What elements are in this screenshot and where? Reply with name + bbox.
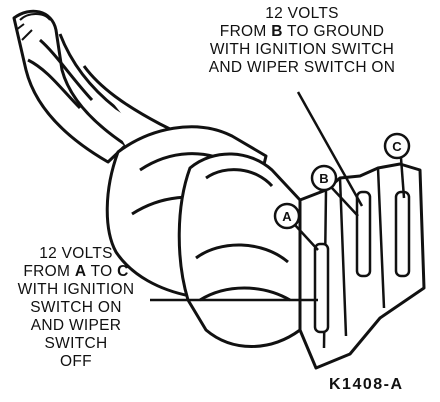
note-top-line3: WITH IGNITION SWITCH	[209, 41, 395, 58]
terminal-c-label: C	[392, 139, 402, 154]
note-top-line2: FROM B TO GROUND	[219, 23, 385, 40]
note-left-line6: SWITCH	[44, 335, 108, 352]
terminal-blades	[313, 190, 411, 334]
voltage-note-a-to-c: 12 VOLTS FROM A TO C WITH IGNITION SWITC…	[0, 245, 152, 371]
note-left-line1: 12 VOLTS	[39, 245, 113, 262]
terminal-c-blade	[394, 190, 411, 278]
note-left-line4: SWITCH ON	[30, 299, 122, 316]
terminal-a-label: A	[282, 209, 292, 224]
terminal-callouts	[273, 132, 411, 230]
note-left-line7: OFF	[60, 353, 92, 370]
note-top-line4: AND WIPER SWITCH ON	[208, 59, 396, 76]
terminal-a-circle	[273, 202, 301, 230]
note-top-line1: 12 VOLTS	[265, 5, 339, 22]
leader-a	[294, 224, 319, 251]
leader-lines	[150, 91, 406, 302]
note-left-line3: WITH IGNITION	[17, 281, 135, 298]
voltage-note-b-to-ground: 12 VOLTS FROM B TO GROUND WITH IGNITION …	[180, 5, 424, 77]
terminal-c-circle	[383, 132, 411, 160]
connector-body	[105, 125, 426, 370]
terminal-b-blade	[355, 190, 372, 278]
figure-id: K1408-A	[329, 376, 404, 393]
note-left-line2: FROM A TO C	[23, 263, 129, 280]
leader-top-note	[296, 91, 364, 207]
note-left-line5: AND WIPER	[30, 317, 122, 334]
leader-b	[331, 187, 359, 217]
wire-harness	[12, 9, 178, 164]
terminal-a-blade	[313, 242, 330, 334]
terminal-b-circle	[310, 164, 338, 192]
leader-c	[399, 157, 406, 199]
terminal-b-label: B	[319, 171, 328, 186]
